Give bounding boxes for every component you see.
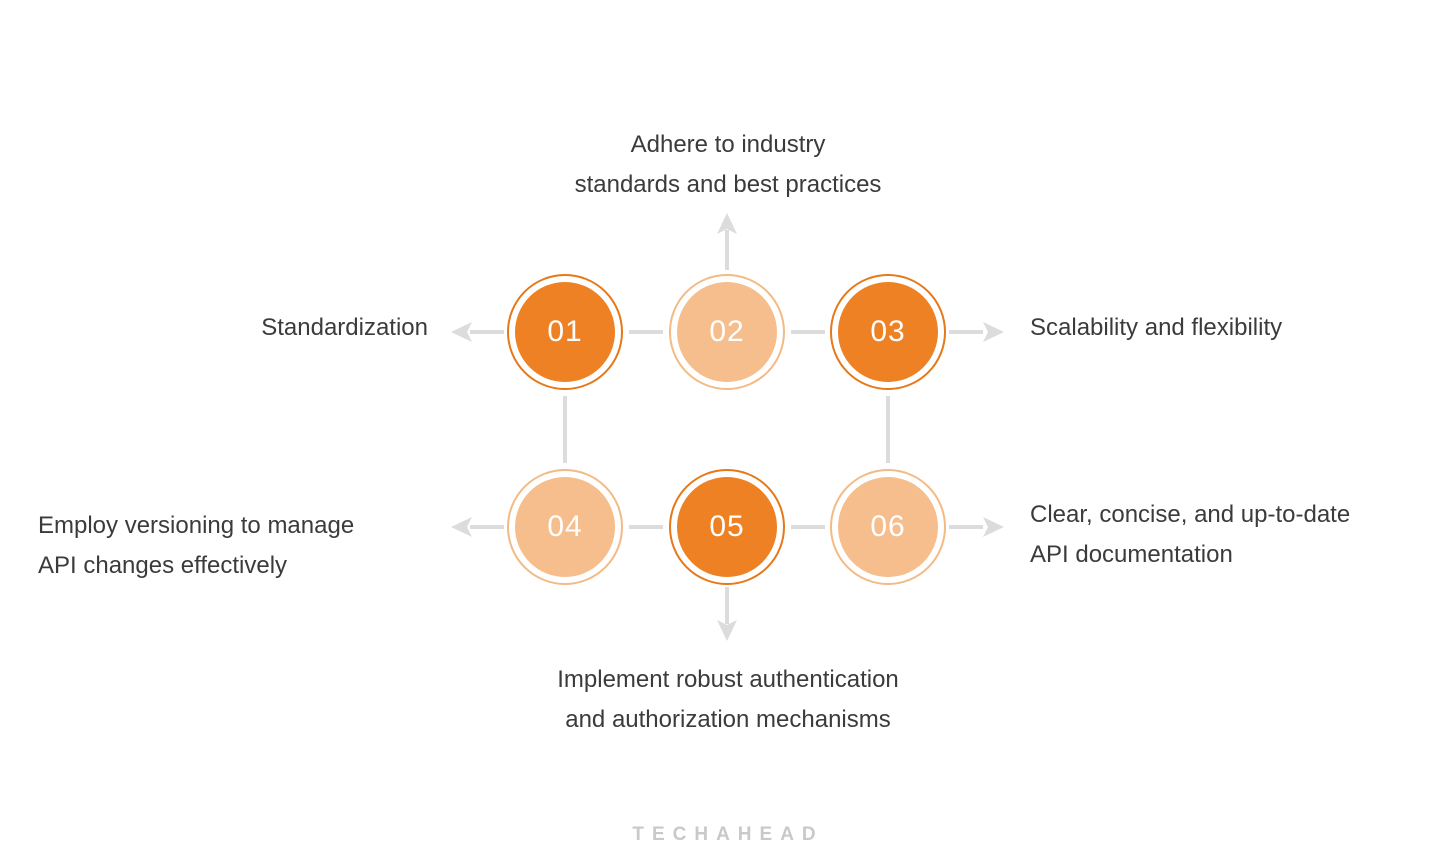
node-05-circle: 05 (677, 477, 777, 577)
node-06-number: 06 (870, 510, 906, 543)
arrow-right-row2-icon (949, 517, 1004, 537)
label-left-row2: Employ versioning to manage API changes … (38, 506, 354, 586)
label-bottom: Implement robust authentication and auth… (0, 660, 1456, 740)
label-top-line2: standards and best practices (574, 171, 882, 198)
node-02: 02 (669, 274, 785, 390)
label-left-row2-line2: API changes effectively (38, 552, 288, 579)
label-right-row2: Clear, concise, and up-to-date API docum… (1030, 495, 1350, 575)
label-right-row1: Scalability and flexibility (1030, 308, 1282, 348)
label-left-row1-line1: Standardization (261, 314, 428, 341)
node-05-number: 05 (709, 510, 745, 543)
node-01-circle: 01 (515, 282, 615, 382)
label-right-row2-line1: Clear, concise, and up-to-date (1030, 501, 1351, 528)
node-03: 03 (830, 274, 946, 390)
node-03-number: 03 (870, 315, 906, 348)
label-left-row1: Standardization (261, 308, 428, 348)
node-04: 04 (507, 469, 623, 585)
node-02-circle: 02 (677, 282, 777, 382)
node-02-number: 02 (709, 315, 745, 348)
label-top-line1: Adhere to industry (630, 131, 826, 158)
label-right-row2-line2: API documentation (1030, 541, 1233, 568)
node-06: 06 (830, 469, 946, 585)
arrow-left-row1-icon (451, 322, 504, 342)
arrow-left-row2-icon (451, 517, 504, 537)
arrow-up-icon (717, 213, 737, 270)
label-top: Adhere to industry standards and best pr… (0, 125, 1456, 205)
node-05: 05 (669, 469, 785, 585)
arrow-right-row1-icon (949, 322, 1004, 342)
techahead-logo: TECHAHEAD (632, 824, 824, 845)
arrow-down-icon (717, 587, 737, 641)
node-03-circle: 03 (838, 282, 938, 382)
label-left-row2-line1: Employ versioning to manage (38, 512, 355, 539)
node-01-number: 01 (547, 315, 583, 348)
label-right-row1-line1: Scalability and flexibility (1030, 314, 1283, 341)
label-bottom-line1: Implement robust authentication (557, 666, 899, 693)
node-04-circle: 04 (515, 477, 615, 577)
node-06-circle: 06 (838, 477, 938, 577)
label-bottom-line2: and authorization mechanisms (565, 706, 891, 733)
node-01: 01 (507, 274, 623, 390)
node-04-number: 04 (547, 510, 583, 543)
